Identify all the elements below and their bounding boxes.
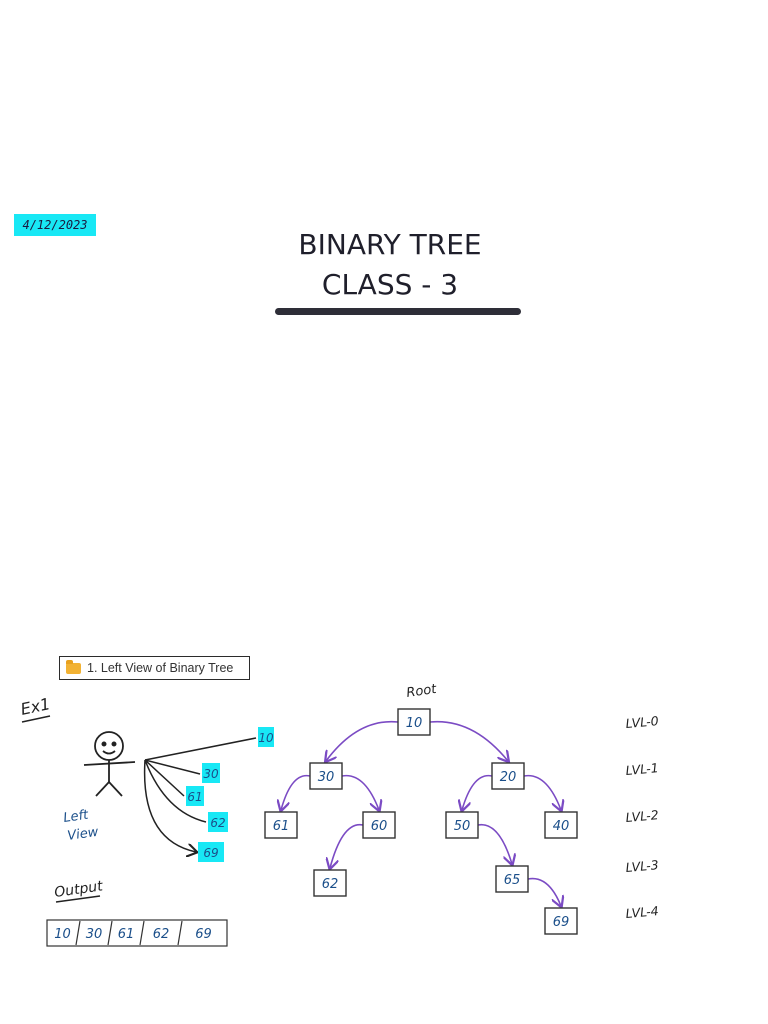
page-title: BINARY TREE (298, 228, 482, 261)
folder-icon (66, 659, 81, 674)
output-cell: 61 (118, 927, 135, 942)
tree-node-value: 62 (322, 877, 339, 892)
figure-caption-view: View (66, 825, 99, 844)
tree-node-box (491, 762, 525, 790)
tree-node-box (544, 907, 578, 935)
level-label: LVL-3 (625, 857, 659, 875)
left-view-badge (202, 763, 220, 783)
tree-node-box (495, 865, 529, 893)
tree-edge (462, 774, 493, 810)
tree-edge (523, 774, 561, 810)
tree-node-box (309, 762, 343, 790)
output-cell: 30 (86, 927, 103, 942)
output-cell-divider (107, 920, 113, 946)
tree-node-box (362, 811, 396, 839)
tree-node-value: 61 (273, 819, 290, 834)
left-view-value: 61 (187, 790, 202, 804)
section-heading-label: 1. Left View of Binary Tree (87, 661, 234, 675)
tree-edge (341, 774, 379, 810)
tree-node-box (445, 811, 479, 839)
left-view-badge (198, 842, 224, 862)
tree-node-value: 30 (318, 770, 335, 785)
tree-node-value: 50 (454, 819, 471, 834)
tree-node-box (544, 811, 578, 839)
title-underline (275, 308, 521, 315)
level-label: LVL-1 (625, 760, 659, 778)
left-view-badge (258, 727, 274, 747)
tree-node-value: 69 (553, 915, 570, 930)
level-label: LVL-0 (625, 713, 659, 731)
stick-figure-icon (83, 731, 136, 797)
root-label: Root (405, 682, 438, 701)
left-view-badge (208, 812, 228, 832)
left-view-value: 10 (258, 731, 274, 745)
tree-node-box (397, 708, 431, 736)
date-tag: 4/12/2023 (14, 214, 96, 236)
tree-edge (477, 823, 512, 864)
figure-caption-left: Left (62, 808, 90, 826)
left-view-value: 69 (203, 846, 218, 860)
output-cell: 10 (54, 927, 71, 942)
left-view-value: 62 (210, 816, 225, 830)
output-label: Output (53, 878, 104, 901)
left-view-value: 30 (203, 767, 219, 781)
tree-node-value: 40 (553, 819, 570, 834)
tree-node-box (264, 811, 298, 839)
tree-nodes: 10 30 20 61 60 50 40 62 65 69 (264, 708, 578, 935)
tree-node-value: 65 (504, 873, 521, 888)
example-underline (21, 715, 51, 723)
sight-lines (143, 737, 257, 852)
tree-edge (281, 774, 311, 810)
tree-edge (527, 877, 561, 906)
level-label: LVL-2 (625, 807, 659, 825)
output-cell: 69 (195, 927, 212, 942)
output-underline (55, 895, 101, 903)
tree-edge (429, 720, 508, 761)
example-label: Ex1 (19, 694, 52, 719)
section-heading: 1. Left View of Binary Tree (59, 656, 250, 680)
output-cell: 62 (153, 927, 170, 942)
left-view-badge (186, 786, 204, 806)
level-label: LVL-4 (625, 903, 659, 921)
output-array (46, 919, 228, 947)
tree-node-value: 20 (500, 770, 517, 785)
tree-edge (326, 720, 399, 761)
tree-node-value: 60 (371, 819, 388, 834)
tree-edges (281, 720, 561, 906)
page-subtitle: CLASS - 3 (321, 268, 459, 301)
tree-node-box (313, 869, 347, 897)
tree-edge (330, 823, 364, 868)
output-cells: 10 30 61 62 69 (54, 920, 212, 946)
output-cell-divider (75, 920, 81, 946)
tree-node-value: 10 (406, 716, 423, 731)
output-cell-divider (139, 920, 145, 946)
output-cell-divider (177, 920, 183, 946)
